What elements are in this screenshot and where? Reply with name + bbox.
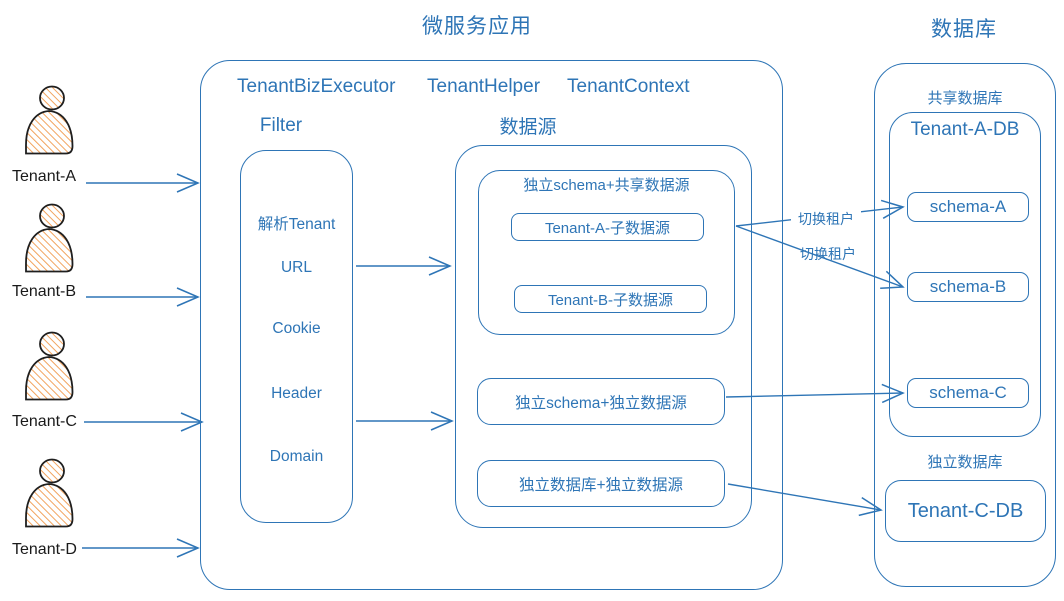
tenant-a-db-label: Tenant-A-DB — [910, 119, 1020, 140]
indep-schema-datasource-box: 独立schema+独立数据源 — [477, 378, 725, 425]
person-icon — [25, 331, 74, 401]
person-icon — [25, 85, 74, 155]
app-title: 微服务应用 — [422, 15, 532, 38]
person-icon — [25, 458, 74, 528]
datasource-title: 数据源 — [499, 117, 557, 138]
tenant-b-subdatasource-box: Tenant-B-子数据源 — [514, 285, 707, 313]
schema-a-box: schema-A — [907, 192, 1029, 222]
person-icon — [25, 203, 74, 273]
switch-tenant-label-1: 切换租户 — [791, 209, 861, 229]
filter-title: Filter — [259, 115, 303, 136]
shared-db-label: 共享数据库 — [927, 90, 1003, 107]
db-title: 数据库 — [931, 18, 997, 41]
tenant-c-label: Tenant-C — [12, 413, 77, 430]
tenant-helper-label: TenantHelper — [427, 76, 541, 97]
tenant-d-label: Tenant-D — [12, 541, 77, 558]
schema-c-box: schema-C — [907, 378, 1029, 408]
filter-item-domain: Domain — [269, 448, 324, 465]
shared-datasource-group-label: 独立schema+共享数据源 — [523, 177, 690, 194]
tenant-c-db-box: Tenant-C-DB — [885, 480, 1046, 542]
indep-db-label: 独立数据库 — [927, 454, 1003, 471]
tenant-a-label: Tenant-A — [12, 168, 77, 185]
filter-item-url: URL — [280, 259, 312, 276]
schema-b-box: schema-B — [907, 272, 1029, 302]
filter-box: 解析Tenant URL Cookie Header Domain — [240, 150, 353, 523]
filter-item-cookie: Cookie — [272, 320, 321, 337]
filter-item-parse-tenant: 解析Tenant — [257, 216, 336, 233]
tenant-b-label: Tenant-B — [12, 283, 77, 300]
tenant-a-subdatasource-box: Tenant-A-子数据源 — [511, 213, 704, 241]
microservice-app-box — [200, 60, 783, 590]
database-panel-box: 共享数据库 独立数据库 — [874, 63, 1056, 587]
indep-db-datasource-box: 独立数据库+独立数据源 — [477, 460, 725, 507]
shared-datasource-group-box: 独立schema+共享数据源 — [478, 170, 735, 335]
filter-item-header: Header — [271, 385, 322, 402]
datasource-box — [455, 145, 752, 528]
tenant-biz-executor-label: TenantBizExecutor — [237, 76, 396, 97]
switch-tenant-label-2: 切换租户 — [800, 246, 856, 262]
tenant-context-label: TenantContext — [567, 76, 690, 97]
